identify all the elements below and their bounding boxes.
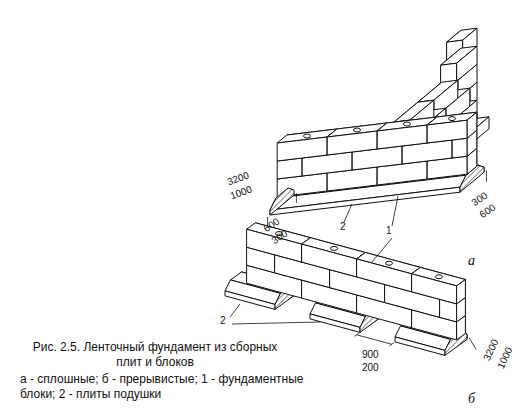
callout-number: 1 (386, 226, 392, 236)
foundation-block (247, 229, 302, 262)
continuous-foundation (270, 28, 489, 215)
dimension: 1000 (229, 184, 253, 201)
dimension-line (469, 338, 476, 350)
dimension-line (296, 193, 297, 203)
dimension-line (390, 343, 394, 346)
dimension: 600 (478, 202, 497, 220)
foundation-block (427, 120, 467, 143)
dimension: 1000 (496, 346, 514, 370)
intermittent-foundation (225, 223, 467, 356)
mortar-slot (436, 275, 443, 279)
figure-caption: Рис. 2.5. Ленточный фундамент из сборных… (20, 340, 290, 370)
mortar-slot (404, 122, 411, 126)
mortar-slot (449, 117, 456, 121)
foundation-block (452, 138, 467, 158)
cushion-slab (310, 314, 360, 333)
figure-letter: б (468, 392, 475, 406)
leader-line (230, 304, 240, 317)
leader-line (232, 322, 320, 324)
cushion-slab (395, 337, 445, 356)
leader-line (372, 238, 392, 262)
foundation-block (277, 158, 302, 179)
foundation-block (412, 274, 457, 304)
dimension: 3200 (482, 338, 500, 362)
foundation-block (457, 280, 466, 304)
foundation-block (357, 259, 412, 292)
dimension-line (355, 333, 359, 336)
dimension: 200 (362, 363, 379, 373)
cushion-section (270, 188, 294, 215)
foundation-block (467, 112, 477, 138)
leader-line (392, 196, 398, 226)
mortar-slot (331, 246, 338, 250)
mortar-slot (386, 261, 393, 265)
foundation-block (327, 131, 377, 155)
mortar-slot (354, 128, 361, 132)
dimension-line (357, 335, 392, 344)
foundation-block (302, 244, 357, 277)
leader-lines (230, 170, 486, 349)
mortar-slot (304, 134, 311, 138)
dimension-line (486, 170, 487, 182)
callout-number: 2 (340, 222, 346, 232)
foundation-block (277, 137, 327, 161)
dimension: 900 (362, 350, 379, 360)
legend-note: а - сплошные; б - прерывистые; 1 - фунда… (20, 372, 320, 402)
foundation-block (377, 125, 427, 149)
foundation-block (457, 46, 477, 81)
cushion-slab (225, 291, 275, 310)
callout-number: 2 (220, 316, 226, 326)
figure-letter: а (468, 254, 475, 268)
leader-line (344, 204, 352, 222)
